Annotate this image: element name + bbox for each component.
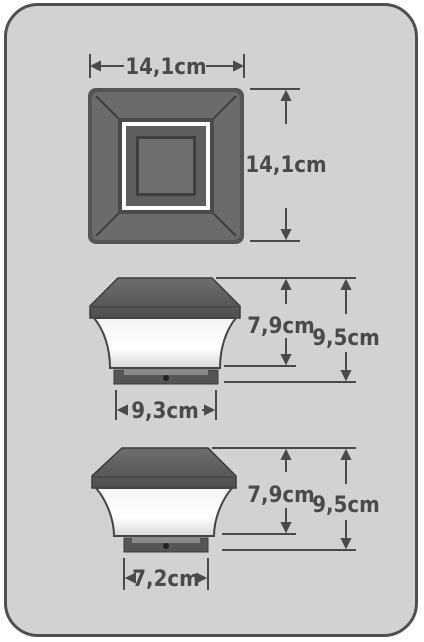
side-large-total-dimension: [224, 278, 356, 383]
side-large-body-dimension: [216, 277, 356, 367]
top-view: 14,1cm 14,1cm: [88, 54, 327, 244]
side-view-large-base: 7,9cm 9,5cm 9,3cm: [89, 277, 380, 424]
side-large-total-label: 9,5cm: [312, 326, 379, 351]
side-large-diffuser: [91, 317, 239, 369]
side-small-base-width-dimension: [123, 558, 209, 590]
top-cap: [88, 88, 244, 244]
side-small-total-label: 9,5cm: [312, 493, 379, 518]
side-large-base-width-dimension: [115, 390, 217, 420]
side-large-base-width-label: 9,3cm: [131, 399, 198, 424]
side-small-body-dimension: [212, 447, 356, 535]
side-large-cap: [89, 277, 241, 319]
side-small-cap: [91, 447, 237, 489]
top-width-dimension: [89, 54, 245, 78]
side-small-diffuser: [93, 487, 235, 537]
side-small-body-label: 7,9cm: [247, 483, 314, 508]
top-width-label: 14,1cm: [125, 55, 206, 80]
side-view-small-base: 7,9cm 9,5cm 7,2cm: [91, 447, 380, 592]
side-small-total-dimension: [222, 448, 356, 551]
side-small-base-width-label: 7,2cm: [132, 567, 199, 592]
top-depth-dimension: [250, 88, 300, 242]
top-depth-label: 14,1cm: [245, 153, 326, 178]
side-large-body-label: 7,9cm: [247, 314, 314, 339]
